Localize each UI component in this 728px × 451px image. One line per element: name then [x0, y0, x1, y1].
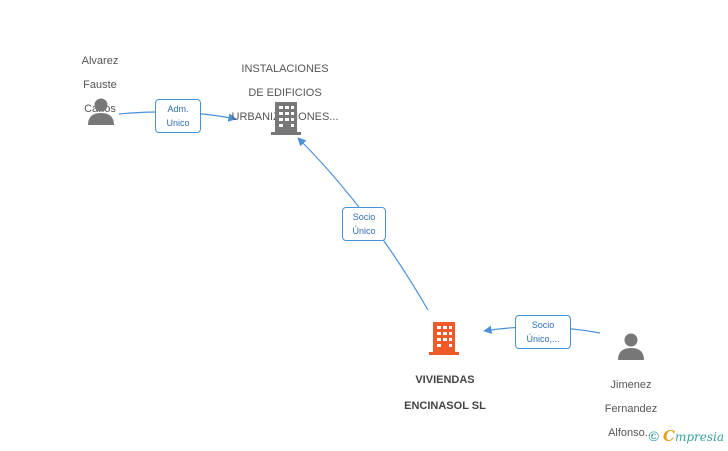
- label-line: Alfonso...: [608, 427, 654, 439]
- company-label-viviendas[interactable]: VIVIENDAS ENCINASOL SL: [385, 361, 505, 426]
- brand-name: Cmpresia: [663, 427, 724, 445]
- label-line: DE EDIFICIOS: [248, 87, 322, 99]
- person-label-jimenez[interactable]: Jimenez Fernandez Alfonso...: [589, 367, 673, 451]
- label-line: ENCINASOL SL: [404, 400, 486, 412]
- edge-badge-socio-unico-1[interactable]: Socio Único: [342, 207, 386, 241]
- edge-badge-adm-unico[interactable]: Adm. Unico: [155, 99, 201, 133]
- label-line: Alvarez: [81, 55, 119, 67]
- edge-badge-line: Socio: [352, 212, 376, 222]
- edge-badge-line: Adm.: [167, 104, 189, 114]
- brand-initial: C: [662, 427, 675, 445]
- edge-badge-line: Unico: [166, 118, 190, 128]
- copyright-symbol: ©: [648, 428, 659, 444]
- person-icon[interactable]: [616, 331, 646, 361]
- label-line: INSTALACIONES: [241, 63, 329, 75]
- person-icon[interactable]: [86, 96, 116, 126]
- label-line: Fauste: [83, 79, 117, 91]
- label-line: VIVIENDAS: [415, 374, 475, 386]
- edge-badge-line: Único: [352, 226, 376, 236]
- label-line: Fernandez: [604, 403, 658, 415]
- edge-badge-line: Único,...: [526, 334, 560, 344]
- brand-logo[interactable]: © Cmpresia: [648, 427, 724, 445]
- label-line: Jimenez: [610, 379, 652, 391]
- brand-rest: mpresia: [674, 430, 724, 444]
- edge-badge-socio-unico-2[interactable]: Socio Único,...: [515, 315, 571, 349]
- edge-badge-line: Socio: [531, 320, 555, 330]
- building-icon-main[interactable]: [428, 320, 460, 356]
- building-icon[interactable]: [270, 100, 302, 136]
